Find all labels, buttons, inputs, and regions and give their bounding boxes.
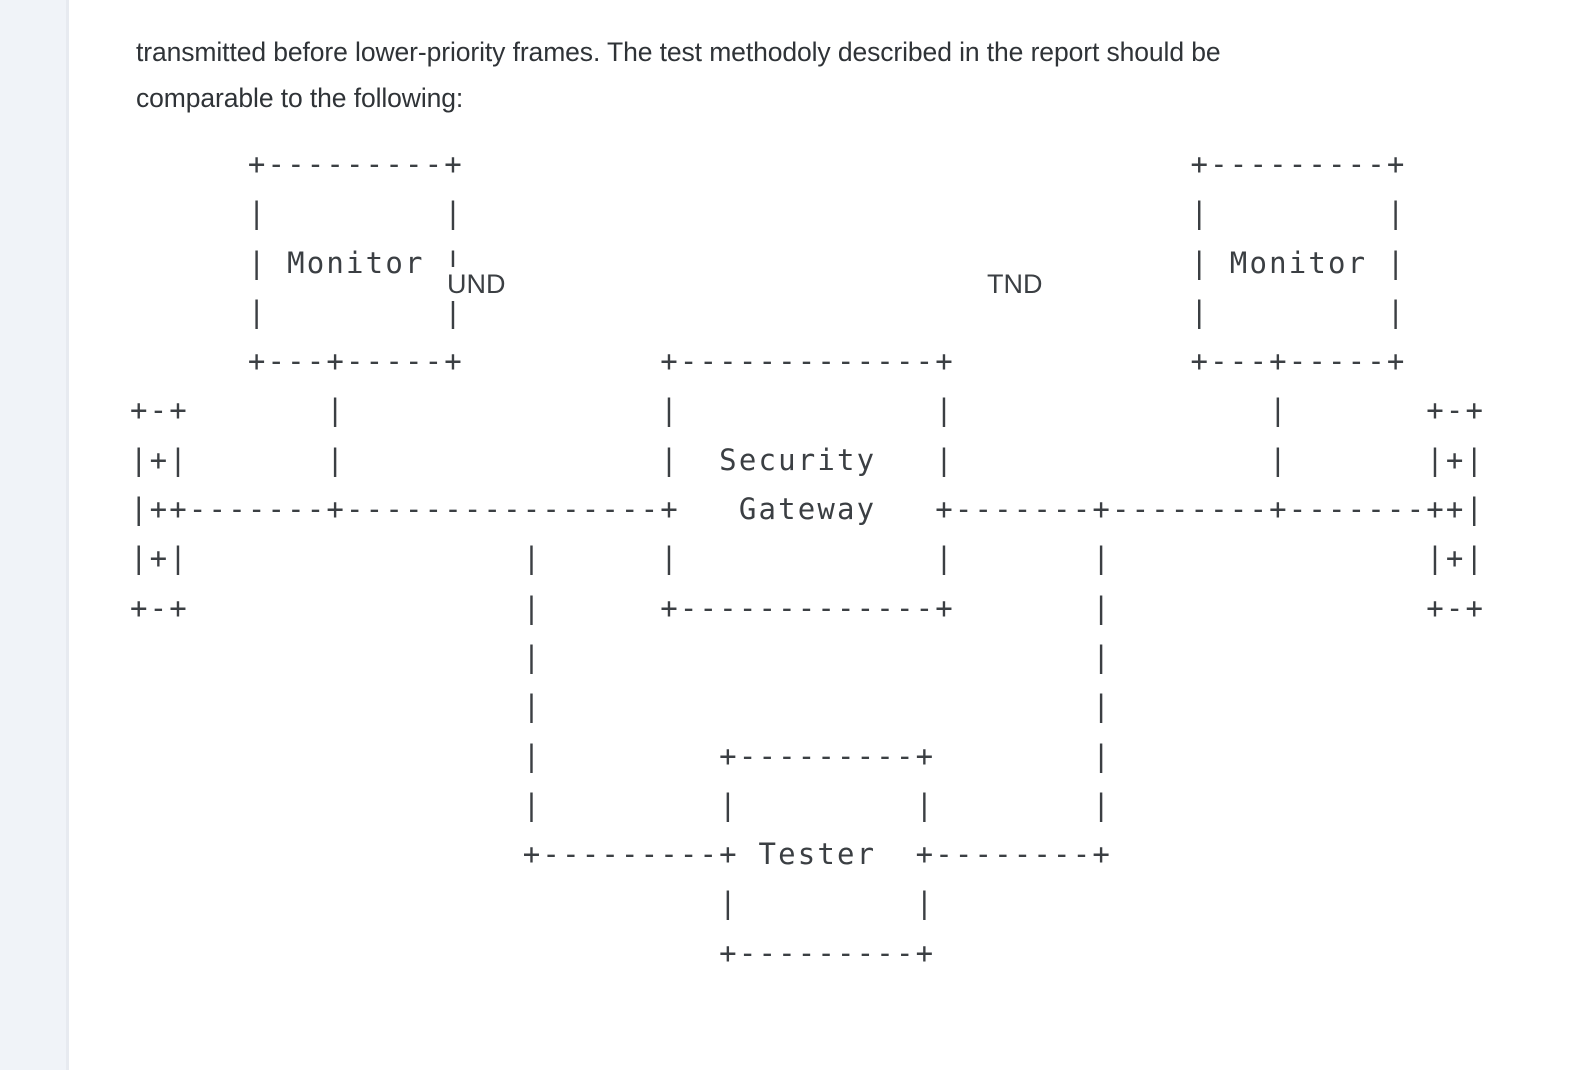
link-label-und: UND — [441, 267, 512, 301]
ascii-topology-diagram: +---------+ +---------+ | | | | | Monito… — [130, 147, 1486, 970]
left-rail — [0, 0, 69, 1070]
body-paragraph: transmitted before lower-priority frames… — [136, 36, 1221, 113]
link-label-tnd: TND — [981, 267, 1049, 301]
document-content-area: transmitted before lower-priority frames… — [72, 0, 1570, 1070]
